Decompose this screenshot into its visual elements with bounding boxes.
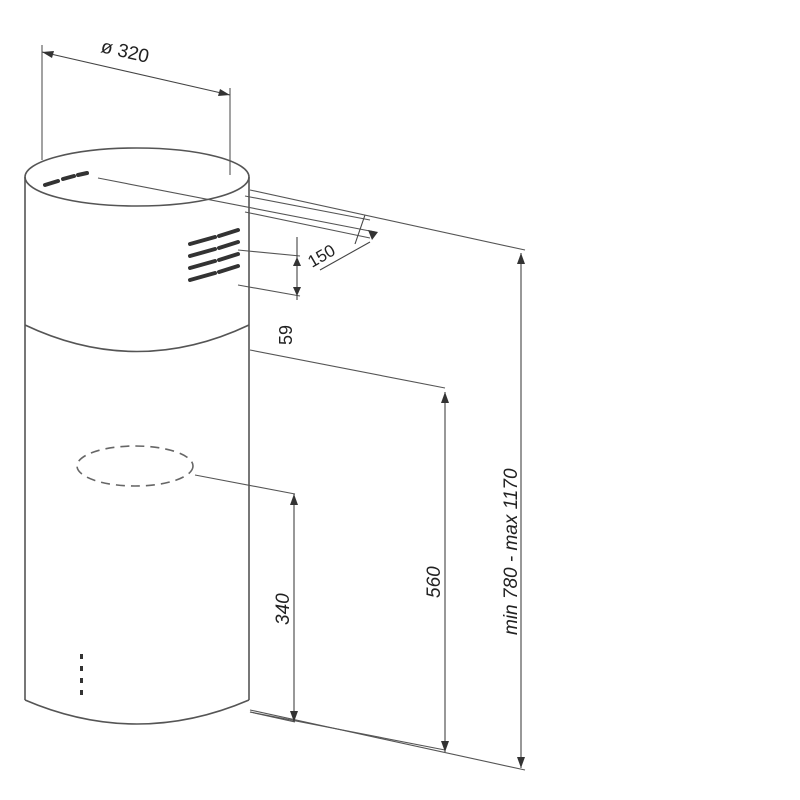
top-slot-marks <box>43 171 89 187</box>
lower-height-label: 560 <box>424 566 445 598</box>
total-height-label: min 780 - max 1170 <box>501 468 522 635</box>
hole-height-dimension: 340 <box>194 474 298 723</box>
outlet-width-label: 150 <box>305 241 339 272</box>
dashed-hole-outline <box>76 445 194 487</box>
vent-offset-label: 59 <box>276 325 296 345</box>
total-height-dimension: min 780 - max 1170 <box>249 189 526 771</box>
outlet-width-dimension: 150 <box>97 177 378 272</box>
top-rim-ellipse <box>24 147 250 207</box>
diameter-label: ø 320 <box>99 36 151 67</box>
lower-height-dimension: 560 <box>249 349 449 752</box>
vent-offset-dimension: 59 <box>237 237 301 345</box>
seam-line <box>24 324 250 353</box>
hood-cylinder <box>24 147 250 725</box>
bottom-dot-marks <box>80 654 83 695</box>
hole-height-label: 340 <box>273 593 294 625</box>
bottom-edge <box>24 699 250 725</box>
side-vent-slots <box>188 228 240 282</box>
